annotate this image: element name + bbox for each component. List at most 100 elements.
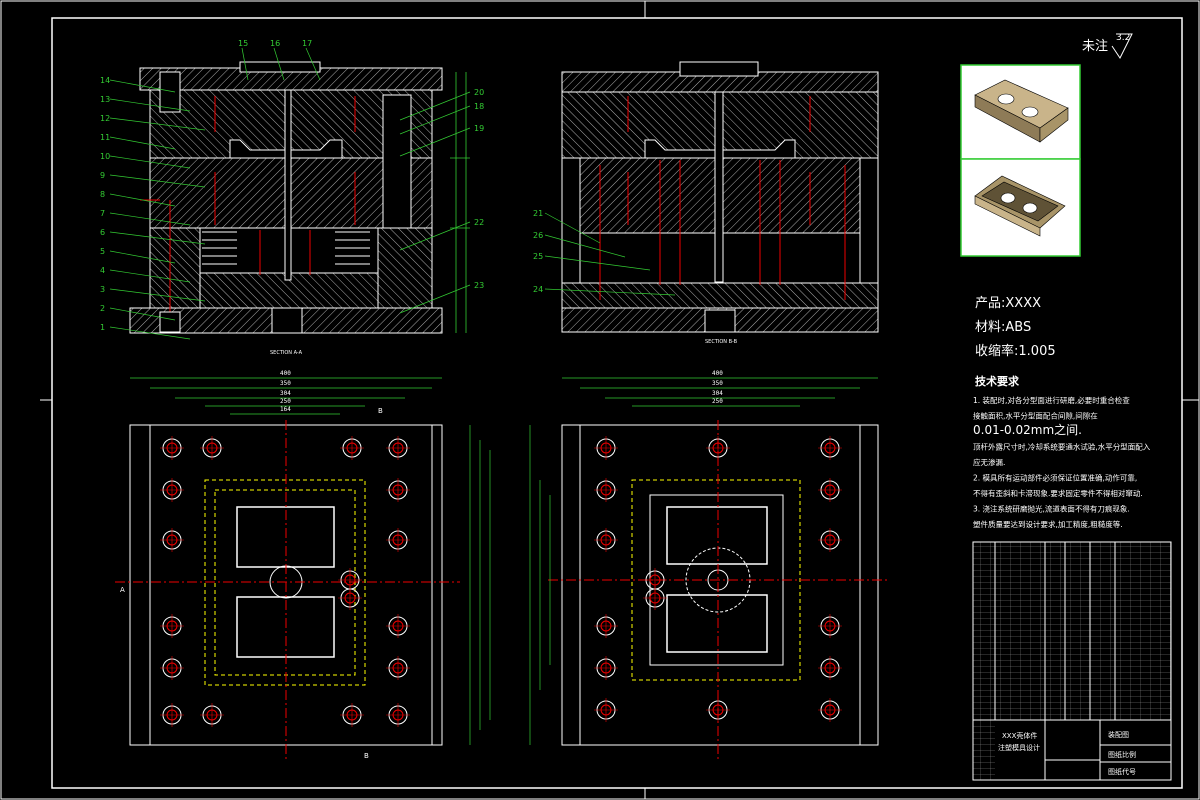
part-number-label: 2 [100,304,105,313]
part-number-label: 20 [474,88,484,97]
parts-list-table [972,541,1172,721]
svg-text:350: 350 [280,380,291,387]
part-number-label: 7 [100,209,105,218]
part-number-label: 5 [100,247,105,256]
part-number-label: 8 [100,190,105,199]
part-number-label: 25 [533,252,543,261]
part-number-label: 12 [100,114,110,123]
svg-text:图纸比例: 图纸比例 [1108,750,1136,759]
bolt-hole-icon [594,614,618,638]
part-number-label: 4 [100,266,105,275]
section-a-a-view [129,61,443,334]
bolt-hole-icon [706,436,730,460]
product-info: 产品:XXXX 材料:ABS 收缩率:1.005 [975,296,1056,359]
leader-line [109,307,176,321]
part-number-label: 22 [474,218,484,227]
section-a-a-label: SECTION A-A [270,350,303,356]
svg-text:164: 164 [280,406,291,413]
bolt-hole-icon [594,698,618,722]
svg-text:SECTION A-A: SECTION A-A [270,350,303,356]
part-number-label: 15 [238,39,248,48]
part-number-label: 16 [270,39,280,48]
bolt-hole-icon [594,478,618,502]
leader-line [109,98,191,112]
part-number-label: 6 [100,228,105,237]
plan-right-dim-text: 400 350 304 250 [712,370,723,405]
svg-text:装配图: 装配图 [1108,730,1129,739]
svg-text:400: 400 [280,370,291,377]
bolt-hole-icon [386,528,410,552]
part-number-label: 23 [474,281,484,290]
leader-line [544,234,626,258]
svg-text:技术要求: 技术要求 [975,374,1020,388]
leader-line [399,284,471,314]
tech-req-line: 顶杆外露尺寸时,冷却系统要通水试验,水平分型面配入 [973,442,1151,452]
bolt-hole-icon [386,614,410,638]
bolt-hole-icon [643,586,667,610]
tech-req-line: 应无渗漏. [973,457,1005,467]
leader-line [109,136,176,150]
bolt-hole-icon [200,436,224,460]
svg-text:304: 304 [712,390,723,397]
leader-line [399,127,471,157]
plan-left-dim-text: 400 350 304 250 164 A B B [120,370,383,760]
leader-line [544,255,651,271]
bolt-hole-icon [160,614,184,638]
leader-line [109,155,191,169]
bolt-hole-icon [340,436,364,460]
svg-text:材料:ABS: 材料:ABS [975,320,1031,335]
svg-text:3.2: 3.2 [1116,33,1130,43]
bolt-hole-icon [594,656,618,680]
tech-req-line: 塑件质量要达到设计要求,加工精度,粗糙度等. [973,519,1123,529]
tech-requirement-lines: 1. 装配时,对各分型面进行研磨,必要时重合检查接触面积,水平分型面配合间隙,间… [973,395,1151,529]
leader-line [109,174,206,188]
leader-line [109,326,191,340]
part-number-label: 18 [474,102,484,111]
tech-req-line: 0.01-0.02mm之间. [973,423,1082,437]
bolt-hole-icon [594,436,618,460]
svg-text:A: A [120,586,125,594]
svg-text:未注: 未注 [1082,39,1108,54]
part-number-label: 21 [533,209,543,218]
bolt-hole-icon [594,528,618,552]
bolt-hole-icon [160,528,184,552]
leader-line [399,91,471,121]
leader-line [544,288,676,296]
part-number-label: 3 [100,285,105,294]
product-3d-view-bottom [960,158,1081,257]
plan-view-moving-half [115,420,460,760]
plan-right-dimensions [529,377,878,745]
leader-line [399,105,471,135]
leader-line [241,47,249,81]
roughness-symbol-icon [1111,33,1133,59]
bolt-hole-icon [160,478,184,502]
tech-req-line: 1. 装配时,对各分型面进行研磨,必要时重合检查 [973,395,1130,405]
leader-line [109,269,191,283]
bolt-hole-icon [818,528,842,552]
bolt-hole-icon [818,656,842,680]
roughness-note: 未注 3.2 [1082,33,1133,59]
leader-line [109,231,206,245]
section-b-b-label: SECTION B-B [705,339,738,345]
leader-line [109,212,191,226]
technical-requirements: 技术要求 1. 装配时,对各分型面进行研磨,必要时重合检查接触面积,水平分型面配… [973,374,1151,529]
part-number-label: 9 [100,171,105,180]
svg-text:产品:XXXX: 产品:XXXX [975,296,1041,311]
leader-line [273,47,285,81]
bolt-hole-icon [338,586,362,610]
part-number-label: 14 [100,76,110,85]
leader-line [109,79,176,93]
part-number-label: 11 [100,133,110,142]
svg-text:B: B [364,752,369,760]
leader-line [305,47,321,81]
leader-line [109,193,176,207]
bolt-hole-icon [340,703,364,727]
part-number-label: 1 [100,323,105,332]
leader-line [544,212,601,244]
title-block: XXX壳体件 注塑模具设计 装配图 图纸比例 图纸代号 [972,719,1172,781]
section-b-b-view [561,61,879,333]
svg-text:图纸代号: 图纸代号 [1108,767,1136,776]
